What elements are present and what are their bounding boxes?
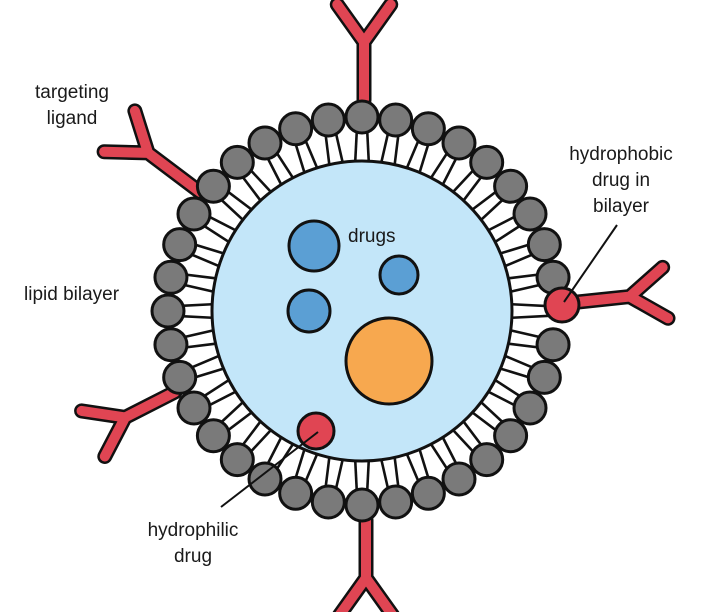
ligand-fill xyxy=(76,387,180,462)
lipid-head xyxy=(219,442,255,478)
lipid-head xyxy=(378,484,414,520)
lipid-head xyxy=(410,475,446,511)
targeting-ligand xyxy=(329,0,399,108)
hydrophobic-label-3: bilayer xyxy=(593,196,650,217)
drug-blue-3 xyxy=(286,288,332,334)
lipid-head xyxy=(512,196,548,232)
targeting-ligands xyxy=(74,0,676,612)
lipid-head xyxy=(344,487,380,523)
drug-blue-2 xyxy=(378,254,420,296)
lipid-head xyxy=(469,442,505,478)
ligand-fill xyxy=(573,262,674,324)
lipid-head xyxy=(526,227,562,263)
lipid-head xyxy=(310,484,346,520)
lipid-tail xyxy=(511,314,553,320)
ligand-fill xyxy=(332,0,396,105)
lipid-head xyxy=(176,390,212,426)
lipid-head xyxy=(176,196,212,232)
ligand-fill xyxy=(99,105,205,197)
hydrophilic-label: hydrophilic xyxy=(148,520,239,541)
hydrophobic-label: hydrophobic xyxy=(569,144,673,165)
lipid-head xyxy=(162,359,198,395)
lipid-head xyxy=(535,327,571,363)
lipid-head xyxy=(378,102,414,138)
lipid-head xyxy=(410,111,446,147)
targeting-ligand xyxy=(332,512,400,612)
hydrophilic-leader-line xyxy=(220,431,319,508)
lipid-head xyxy=(441,461,477,497)
lipid-head xyxy=(195,168,231,204)
lipid-bilayer-label: lipid bilayer xyxy=(24,284,120,305)
lipid-head xyxy=(493,168,529,204)
targeting-ligand xyxy=(74,384,183,464)
drug-orange xyxy=(344,316,434,406)
lipid-head xyxy=(153,327,189,363)
lipid-head xyxy=(526,359,562,395)
lipid-head xyxy=(162,227,198,263)
lipid-head xyxy=(153,259,189,295)
lipid-head xyxy=(150,293,186,329)
lipid-head xyxy=(344,99,380,135)
hydrophobic-label-2: drug in xyxy=(592,170,650,191)
lipid-head xyxy=(493,418,529,454)
drug-blue-1 xyxy=(287,219,341,273)
lipid-head xyxy=(441,125,477,161)
targeting-ligand-label-2: ligand xyxy=(47,108,98,129)
lipid-heads xyxy=(150,99,571,523)
lipid-head xyxy=(195,418,231,454)
hydrophobic-drug xyxy=(543,286,581,324)
lipid-head xyxy=(219,144,255,180)
aqueous-core xyxy=(210,159,514,463)
hydrophobic-leader-line xyxy=(563,224,618,303)
lipid-head xyxy=(278,475,314,511)
lipid-head xyxy=(247,125,283,161)
lipid-head xyxy=(512,390,548,426)
hydrophilic-label-2: drug xyxy=(174,546,212,567)
targeting-ligand xyxy=(570,259,676,326)
targeting-ligand xyxy=(96,103,208,200)
lipid-head xyxy=(469,144,505,180)
lipid-head xyxy=(310,102,346,138)
lipid-head xyxy=(247,461,283,497)
lipid-head xyxy=(278,111,314,147)
targeting-ligand-label: targeting xyxy=(35,82,109,103)
drugs-label: drugs xyxy=(348,226,396,247)
ligand-fill xyxy=(335,515,397,612)
